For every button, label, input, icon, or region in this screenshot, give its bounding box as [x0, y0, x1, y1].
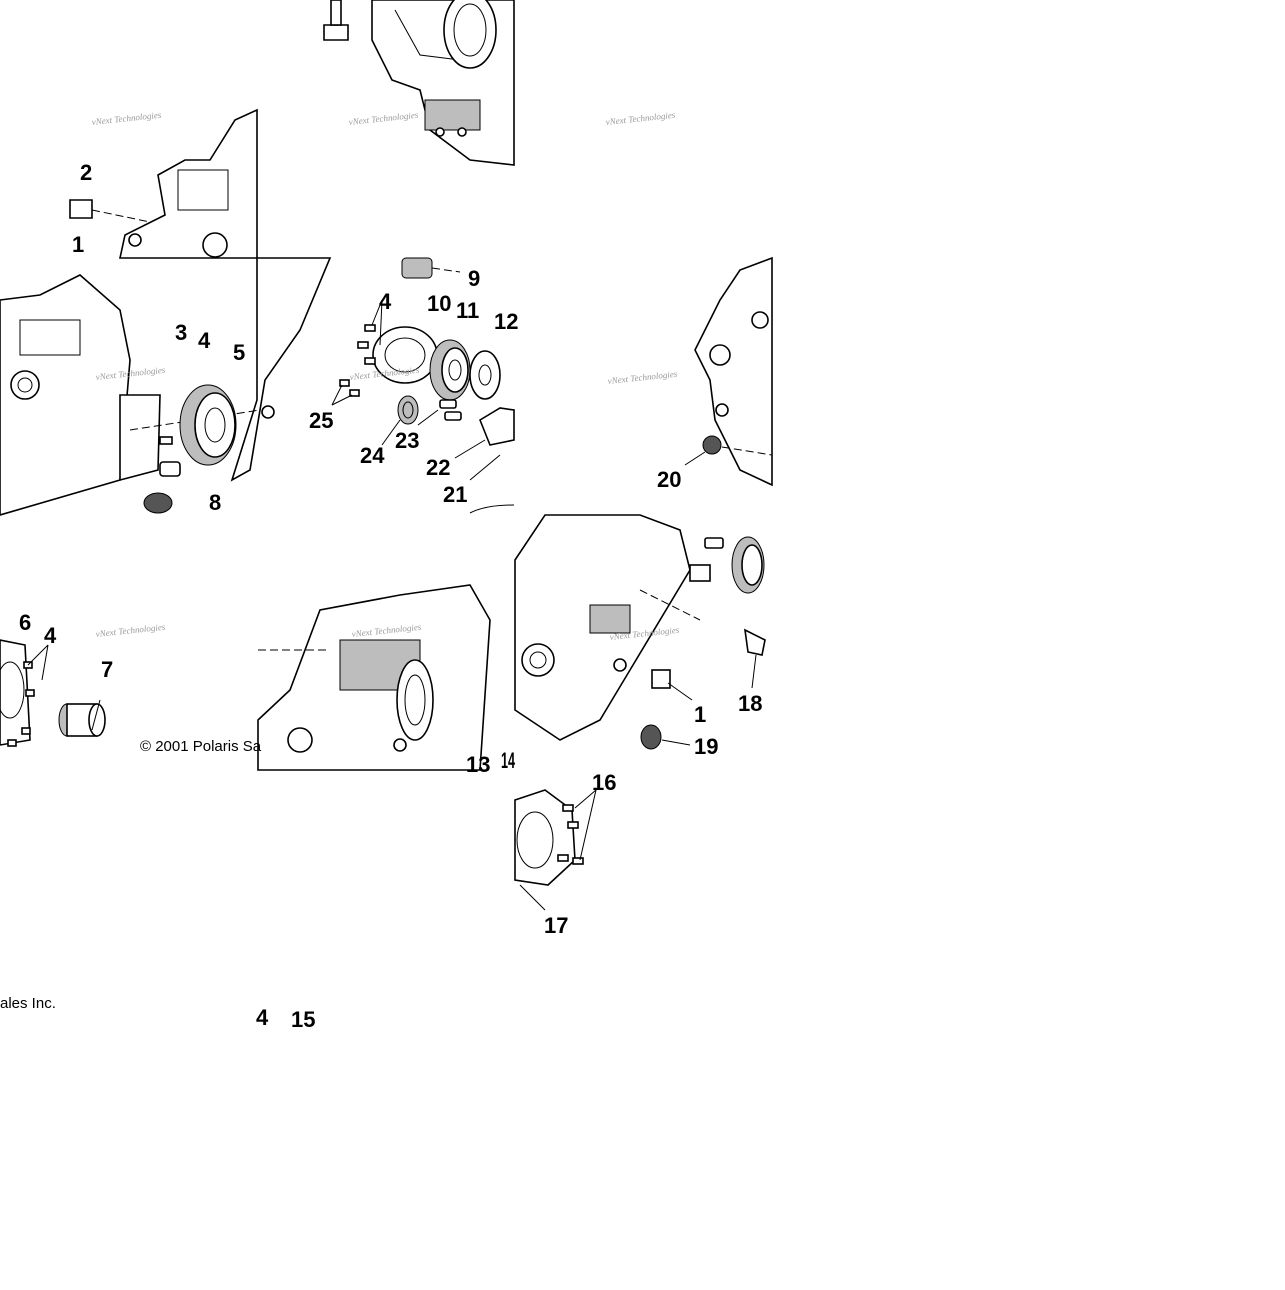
- callout-21: 21: [443, 482, 467, 507]
- callout-24: 24: [360, 443, 385, 468]
- cover-left-bottom: [0, 639, 106, 747]
- watermark: vNext Technologies: [605, 110, 676, 127]
- callout-9: 9: [468, 266, 480, 291]
- watermark: vNext Technologies: [91, 110, 162, 127]
- callout-labels: 2 1 3 4 5 8 9 4 10 11 12 25 23 24 22 21 …: [19, 160, 762, 1032]
- callout-1: 1: [694, 702, 706, 727]
- callout-20: 20: [657, 467, 681, 492]
- callout-2: 2: [80, 160, 92, 185]
- callout-13: 13: [466, 752, 490, 777]
- watermark: vNext Technologies: [348, 110, 419, 127]
- callout-8: 8: [209, 490, 221, 515]
- callout-25: 25: [309, 408, 333, 433]
- bearing-assembly-center: [331, 257, 515, 514]
- callout-1: 1: [72, 232, 84, 257]
- callout-4: 4: [256, 1005, 269, 1030]
- callout-3: 3: [175, 320, 187, 345]
- watermark: vNext Technologies: [95, 622, 166, 639]
- crankcase-top-fragment: [323, 0, 515, 166]
- callout-16: 16: [592, 770, 616, 795]
- watermark: vNext Technologies: [607, 369, 678, 386]
- callout-19: 19: [694, 734, 718, 759]
- crankcase-bottom-right: [514, 514, 766, 750]
- callout-22: 22: [426, 455, 450, 480]
- housing-left-top: [69, 108, 258, 259]
- copyright-fragment-1: © 2001 Polaris Sa: [140, 738, 262, 755]
- crankcase-bottom-middle: [257, 584, 491, 771]
- callout-11: 11: [456, 298, 479, 323]
- callout-15: 15: [291, 1007, 315, 1032]
- crankcase-left-main: [0, 257, 332, 516]
- callout-12: 12: [494, 309, 518, 334]
- cover-bottom-right: [514, 789, 597, 911]
- callout-4: 4: [198, 328, 211, 353]
- callout-7: 7: [101, 657, 113, 682]
- callout-14-partial: 14: [501, 748, 515, 773]
- callout-10: 10: [427, 291, 451, 316]
- callout-23: 23: [395, 428, 419, 453]
- copyright-fragment-2: ales Inc.: [0, 995, 56, 1012]
- housing-right-middle: [684, 256, 773, 487]
- callout-17: 17: [544, 913, 568, 938]
- callout-5: 5: [233, 340, 245, 365]
- callout-4: 4: [379, 289, 392, 314]
- callout-18: 18: [738, 691, 762, 716]
- callout-6: 6: [19, 610, 31, 635]
- callout-4: 4: [44, 623, 57, 648]
